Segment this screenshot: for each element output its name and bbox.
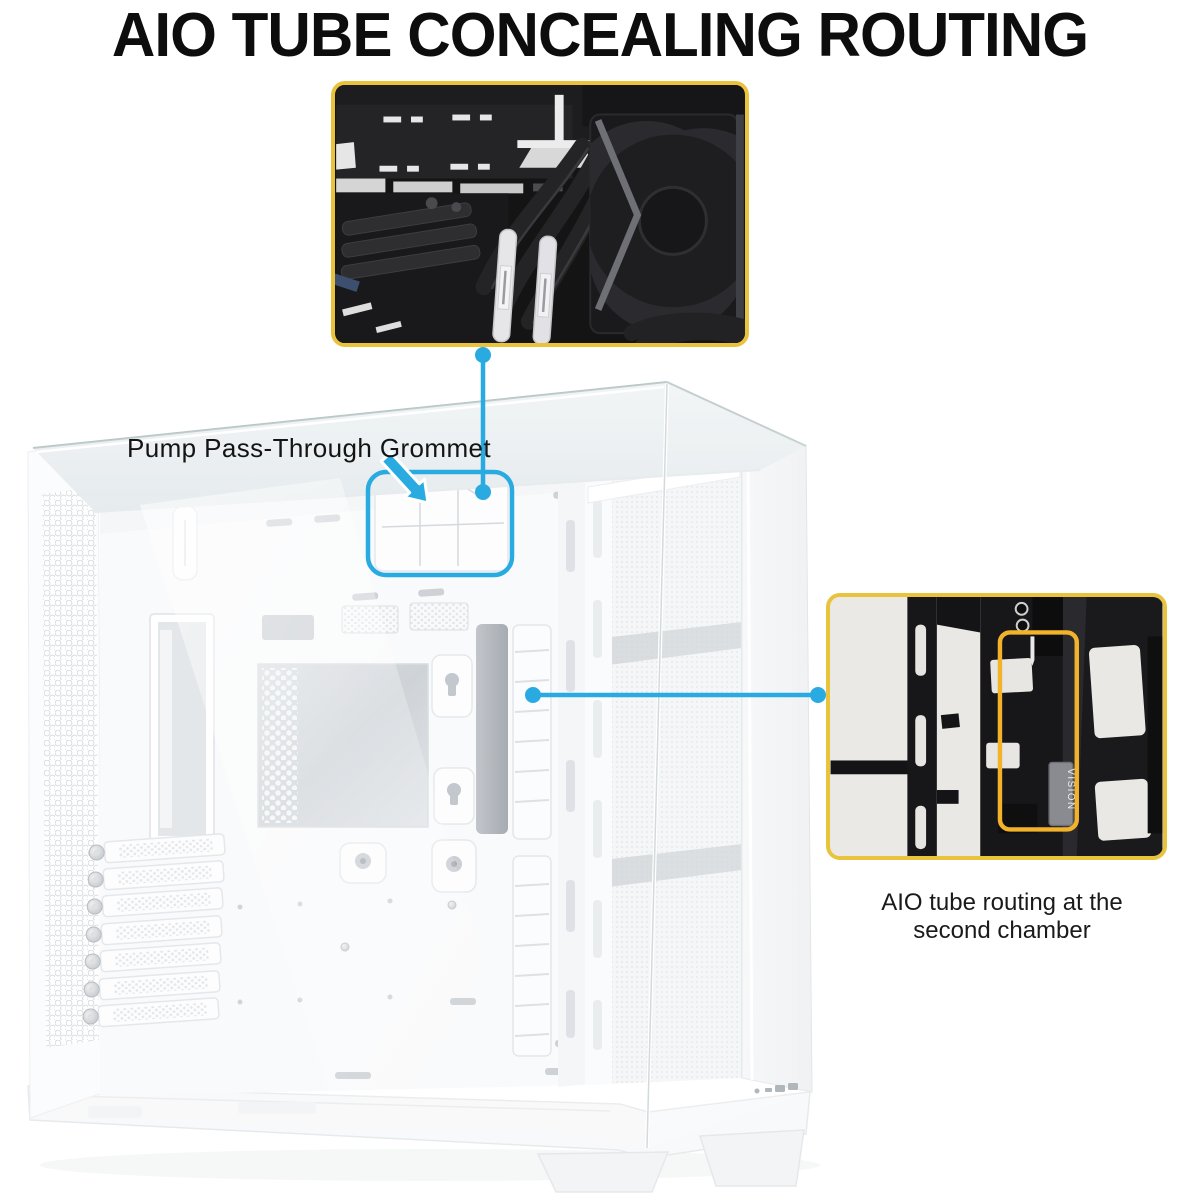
grommet-label: Pump Pass-Through Grommet [127,433,492,463]
page-title: AIO TUBE CONCEALING ROUTING [111,1,1089,70]
callout-dot-right [810,687,826,703]
cable-cover-column [512,624,552,1057]
vision-clip: VISION [1048,761,1076,827]
callout-dot-top [475,347,491,363]
mid-column [936,597,981,856]
glass-front-panels [30,382,812,1149]
callout-dot-left [525,687,541,703]
pump-area-photo [335,85,745,343]
grommet-highlight-box [365,469,515,578]
right-frame [1062,597,1163,856]
mesh-panel [585,452,743,1085]
case-base [27,1085,811,1159]
aio-caption: AIO tube routing at the second chamber [876,889,1128,945]
mid-frame-strip [558,470,585,1087]
frame-bar-vertical [907,597,937,856]
fan-icon [589,113,744,335]
vision-watermark: VISION [1065,768,1076,810]
case-shadow [40,1149,820,1181]
aio-caption-line2: second chamber [913,917,1091,944]
aio-tubes [492,228,558,343]
cable-bundle [623,312,745,343]
blue-cable [335,273,360,292]
frame-bar-horizontal [830,760,914,775]
callout-dot-grommet [475,484,491,500]
chassis-slots [336,114,492,172]
aio-highlight-box [997,630,1079,832]
aio-caption-line1: AIO tube routing at the [881,889,1123,916]
hex-vent-panel [27,442,103,1119]
second-chamber-photo: VISION [830,597,1163,856]
screw-details [1014,601,1035,666]
case-body [27,381,813,1193]
motherboard-heatsink [336,193,509,343]
front-io-ports [754,1083,798,1094]
callout-annotations [365,347,826,703]
grommet-arrow-icon [379,451,430,505]
right-inset-photo: VISION [826,593,1167,860]
top-inset-photo [331,81,749,347]
bottom-slots [342,302,402,333]
case-feet [88,1102,805,1193]
cable-pass-slot [476,624,508,834]
